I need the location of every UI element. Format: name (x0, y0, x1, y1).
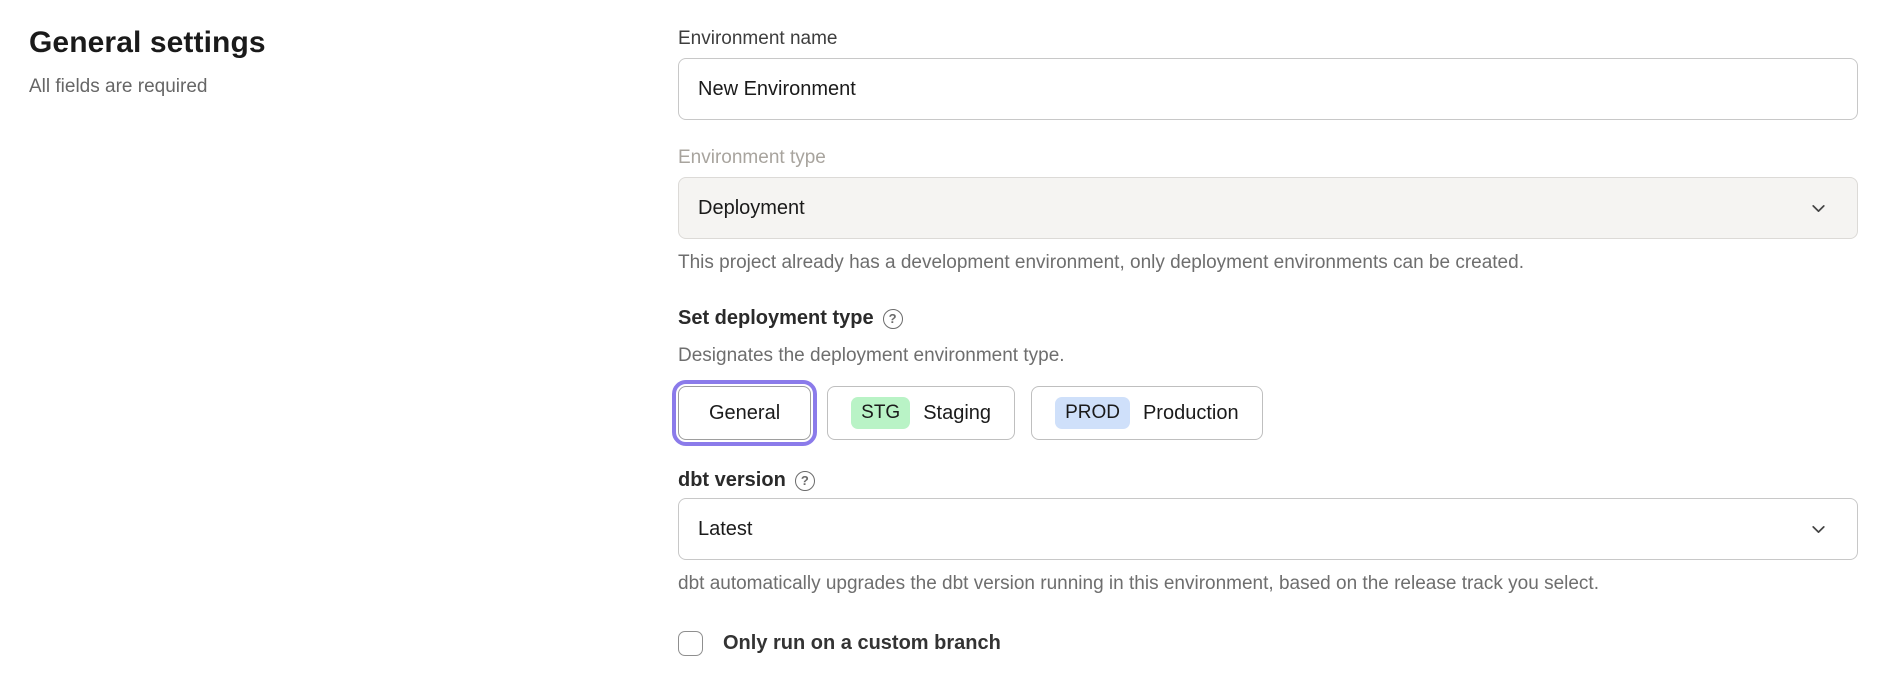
custom-branch-row[interactable]: Only run on a custom branch (678, 631, 1858, 656)
environment-name-label: Environment name (678, 28, 838, 49)
dbt-version-value: Latest (698, 517, 753, 540)
environment-settings-form: Environment name Environment type Deploy… (671, 28, 1858, 656)
custom-branch-label[interactable]: Only run on a custom branch (723, 632, 1001, 654)
dbt-version-label-text: dbt version (678, 469, 786, 491)
environment-type-select: Deployment (678, 177, 1858, 239)
help-icon[interactable]: ? (794, 470, 815, 491)
deployment-type-helper: Designates the deployment environment ty… (678, 345, 1065, 366)
custom-branch-checkbox[interactable] (678, 631, 703, 656)
page-subtitle: All fields are required (29, 76, 208, 97)
deployment-type-label-text: Set deployment type (678, 307, 874, 329)
chevron-down-icon (1810, 200, 1827, 217)
deployment-type-general-button[interactable]: General (671, 380, 818, 446)
help-icon[interactable]: ? (882, 308, 903, 329)
production-badge: PROD (1055, 397, 1130, 429)
deployment-type-production-button[interactable]: PROD Production (1031, 386, 1263, 440)
production-button-label: Production (1142, 401, 1239, 424)
dbt-version-section-label: dbt version ? (678, 469, 1858, 492)
dbt-version-helper: dbt automatically upgrades the dbt versi… (678, 573, 1599, 594)
environment-type-value: Deployment (698, 196, 805, 219)
environment-type-label: Environment type (678, 147, 826, 168)
environment-name-input[interactable] (678, 58, 1858, 120)
environment-type-helper: This project already has a development e… (678, 252, 1524, 273)
deployment-type-options: General STG Staging PROD Production (671, 380, 1858, 446)
deployment-type-staging-button[interactable]: STG Staging (827, 386, 1016, 440)
page-title: General settings (29, 26, 266, 59)
deployment-type-section-label: Set deployment type ? (678, 307, 1858, 330)
dbt-version-select[interactable]: Latest (678, 498, 1858, 560)
settings-heading-block: General settings All fields are required (29, 26, 589, 98)
staging-button-label: Staging (923, 401, 992, 424)
staging-badge: STG (851, 397, 911, 429)
general-button-label: General (709, 401, 781, 424)
chevron-down-icon (1810, 521, 1827, 538)
